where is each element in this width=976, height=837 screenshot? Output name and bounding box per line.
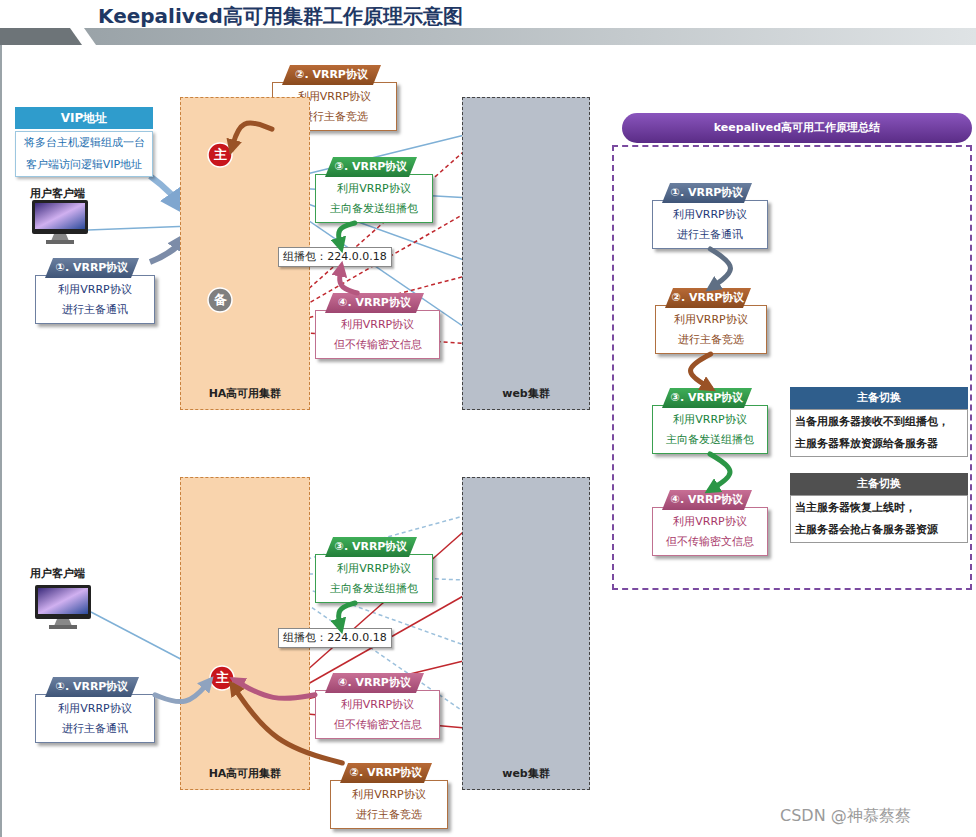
cluster-name: HA高可用集群 xyxy=(181,386,309,401)
switch-body: 当主服务器恢复上线时， 主服务器会抢占备服务器资源 xyxy=(790,495,968,543)
flow-arrow xyxy=(710,454,730,490)
packet-text: 组播包：224.0.0.18 xyxy=(279,629,391,647)
callout-heading: ②. VRRP协议 xyxy=(282,65,381,85)
callout-body: 利用VRRP协议 主向备发送组播包 xyxy=(315,174,433,223)
callout-box: ①. VRRP协议利用VRRP协议 进行主备通讯 xyxy=(652,183,768,249)
switch-body: 当备用服务器接收不到组播包， 主服务器释放资源给备服务器 xyxy=(790,409,968,457)
flow-arrow xyxy=(340,267,358,293)
switch-heading: 主备切换 xyxy=(790,387,968,409)
callout-box: ④. VRRP协议利用VRRP协议 但不传输密文信息 xyxy=(315,293,440,359)
callout-heading: ②. VRRP协议 xyxy=(665,288,751,308)
switch-box: 主备切换当主服务器恢复上线时， 主服务器会抢占备服务器资源 xyxy=(790,473,968,543)
summary-panel: keepalived高可用工作原理总结①. VRRP协议利用VRRP协议 进行主… xyxy=(612,145,972,590)
callout-heading: ②. VRRP协议 xyxy=(340,763,432,783)
flow-arrow xyxy=(691,354,711,388)
cluster-name: web集群 xyxy=(463,386,589,401)
callout-body: 利用VRRP协议 但不传输密文信息 xyxy=(315,310,440,359)
role-label: 主 xyxy=(209,665,235,691)
callout-body: 利用VRRP协议 进行主备通讯 xyxy=(35,275,155,324)
flow-arrow xyxy=(233,686,343,763)
flow-arrow xyxy=(155,681,209,701)
packet-text: 组播包：224.0.0.18 xyxy=(279,248,391,266)
circle-shape xyxy=(210,666,234,690)
flow-arrow xyxy=(339,223,355,247)
callout-heading: ③. VRRP协议 xyxy=(325,537,417,557)
cluster-name: web集群 xyxy=(463,766,589,781)
switch-box: 主备切换当备用服务器接收不到组播包， 主服务器释放资源给备服务器 xyxy=(790,387,968,457)
callout-box: ④. VRRP协议利用VRRP协议 但不传输密文信息 xyxy=(315,673,440,739)
callout-heading: ①. VRRP协议 xyxy=(45,258,139,278)
cluster-zone: web集群 xyxy=(462,97,590,410)
flow-arrow xyxy=(232,123,272,149)
watermark: CSDN @神慕蔡蔡 xyxy=(780,806,911,827)
pc-icon xyxy=(35,585,91,629)
vip-body: 将多台主机逻辑组成一台 客户端访问逻辑VIP地址 xyxy=(15,131,153,177)
flow-arrow xyxy=(235,680,315,698)
callout-body: 利用VRRP协议 但不传输密文信息 xyxy=(652,507,768,556)
title-band xyxy=(0,28,82,45)
diagram-title: Keepalived高可用集群工作原理示意图 xyxy=(98,3,463,30)
callout-box: ③. VRRP协议利用VRRP协议 主向备发送组播包 xyxy=(315,157,433,223)
flow-arrow xyxy=(339,603,356,628)
callout-body: 利用VRRP协议 进行主备通讯 xyxy=(35,694,155,743)
callout-heading: ③. VRRP协议 xyxy=(325,157,417,177)
cluster-zone: web集群 xyxy=(462,477,590,790)
callout-heading: ①. VRRP协议 xyxy=(662,183,752,203)
role-circle: 主 xyxy=(209,665,235,691)
callout-box: ②. VRRP协议利用VRRP协议 进行主备竞选 xyxy=(330,763,448,829)
callout-box: ①. VRRP协议利用VRRP协议 进行主备通讯 xyxy=(35,258,155,324)
role-label: 备 xyxy=(207,287,233,313)
callout-heading: ①. VRRP协议 xyxy=(45,677,139,697)
callout-box: ③. VRRP协议利用VRRP协议 主向备发送组播包 xyxy=(652,388,768,454)
panel-heading: keepalived高可用工作原理总结 xyxy=(622,113,972,143)
cluster-name: HA高可用集群 xyxy=(181,766,309,781)
callout-box: ①. VRRP协议利用VRRP协议 进行主备通讯 xyxy=(35,677,155,743)
vip-heading: VIP地址 xyxy=(15,107,153,129)
device-label: 用户客户端 xyxy=(30,566,85,581)
vip-box: VIP地址将多台主机逻辑组成一台 客户端访问逻辑VIP地址 xyxy=(15,107,153,177)
callout-heading: ④. VRRP协议 xyxy=(325,293,424,313)
pc-icon xyxy=(32,200,88,244)
callout-box: ③. VRRP协议利用VRRP协议 主向备发送组播包 xyxy=(315,537,433,603)
callout-heading: ③. VRRP协议 xyxy=(662,388,752,408)
circle-shape xyxy=(208,288,232,312)
callout-heading: ④. VRRP协议 xyxy=(662,490,752,510)
circle-shape xyxy=(208,143,232,167)
flow-arrow xyxy=(710,249,730,288)
callout-box: ②. VRRP协议利用VRRP协议 进行主备竞选 xyxy=(655,288,767,354)
callout-body: 利用VRRP协议 主向备发送组播包 xyxy=(652,405,768,454)
callout-body: 利用VRRP协议 进行主备竞选 xyxy=(655,305,767,354)
role-circle: 备 xyxy=(207,287,233,313)
callout-body: 利用VRRP协议 但不传输密文信息 xyxy=(315,690,440,739)
callout-box: ④. VRRP协议利用VRRP协议 但不传输密文信息 xyxy=(652,490,768,556)
callout-heading: ④. VRRP协议 xyxy=(325,673,424,693)
callout-body: 利用VRRP协议 主向备发送组播包 xyxy=(315,554,433,603)
callout-body: 利用VRRP协议 进行主备竞选 xyxy=(330,780,448,829)
title-band xyxy=(84,28,976,45)
packet-label: 组播包：224.0.0.18 xyxy=(278,247,392,267)
page-border xyxy=(0,45,2,837)
switch-heading: 主备切换 xyxy=(790,473,968,495)
role-label: 主 xyxy=(207,142,233,168)
role-circle: 主 xyxy=(207,142,233,168)
packet-label: 组播包：224.0.0.18 xyxy=(278,628,392,648)
device-label: 用户客户端 xyxy=(30,186,85,201)
callout-body: 利用VRRP协议 进行主备通讯 xyxy=(652,200,768,249)
